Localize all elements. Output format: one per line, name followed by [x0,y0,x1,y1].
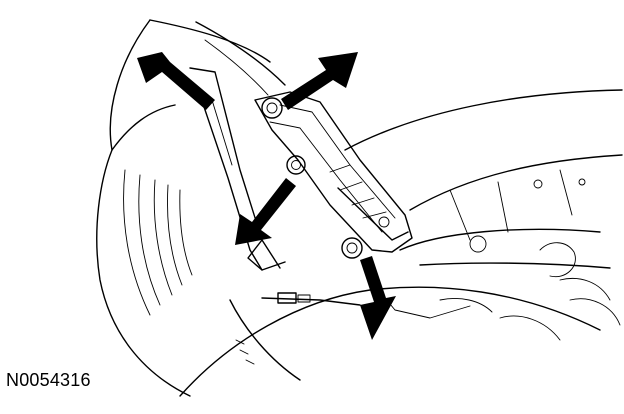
cable [229,292,361,381]
arrow-upper-right [281,52,358,110]
arrow-upper-left [137,52,215,110]
figure-id-label: N0054316 [6,370,91,390]
tire [96,19,193,397]
bracket-assembly [254,91,413,253]
callout-arrows [137,52,396,340]
bolt-small [378,216,390,228]
pillar-bracket [189,67,286,271]
arrow-middle-left [235,178,296,245]
bolt-upper [261,97,283,119]
arrow-lower [360,256,396,340]
body-panel [344,89,623,253]
engine-bay [179,228,621,397]
fender-arch [149,19,286,96]
bolt-middle [286,155,306,175]
bolt-lower [341,237,363,259]
